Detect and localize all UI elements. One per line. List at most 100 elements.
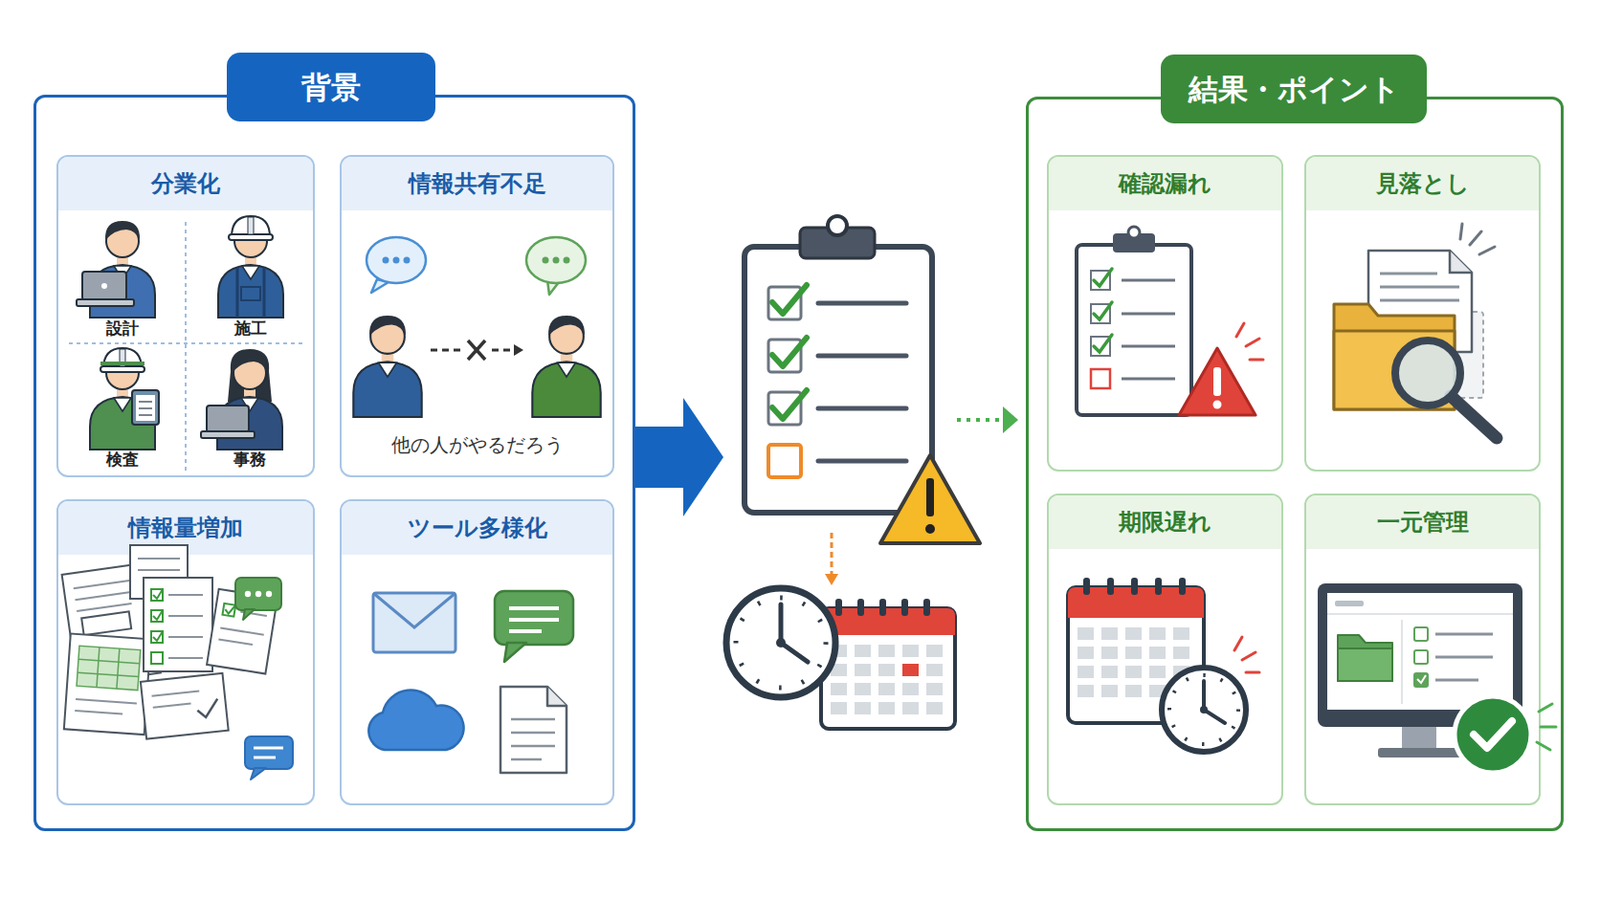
topic-card: 分業化 xyxy=(56,155,315,478)
late-calendar xyxy=(1067,577,1260,753)
inspector-figure xyxy=(138,400,153,403)
document-pile xyxy=(81,611,132,636)
document-pile xyxy=(168,636,203,639)
document-pile xyxy=(64,634,152,736)
document-pile xyxy=(75,699,137,704)
calendar-icon xyxy=(821,608,956,730)
central-monitor xyxy=(1327,593,1513,711)
group-panel: 結果・ポイント確認漏れ見落とし期限遅れ一元管理 xyxy=(1025,96,1564,832)
speech-bubble xyxy=(542,257,550,265)
warning-sign xyxy=(880,455,980,544)
missed-check-clipboard xyxy=(1090,369,1111,389)
calendar-icon xyxy=(857,599,865,617)
document-pile xyxy=(73,579,136,589)
document-pile xyxy=(62,545,293,780)
file-icon xyxy=(500,687,567,774)
speech-bubble xyxy=(366,237,426,284)
document-pile xyxy=(74,591,137,600)
role-label: 設計 xyxy=(84,317,161,340)
central-monitor xyxy=(1337,648,1393,682)
dashed-arrow xyxy=(824,533,839,586)
document-pile xyxy=(244,591,251,598)
file-icon xyxy=(547,687,567,707)
cloud-icon xyxy=(368,690,464,751)
checklist-clipboard xyxy=(768,287,801,320)
topic-card: 情報共有不足他の人がやるだろう xyxy=(339,155,615,478)
chat-icon xyxy=(509,618,559,623)
document-pile xyxy=(153,589,163,642)
late-calendar xyxy=(1083,577,1090,596)
dotted-arrow xyxy=(956,406,1019,434)
chat-icon xyxy=(509,629,542,634)
topic-card: 情報量増加 xyxy=(56,499,315,806)
missed-check-clipboard xyxy=(1090,270,1111,290)
checklist-clipboard xyxy=(768,339,801,373)
chat-icon xyxy=(494,591,574,663)
late-calendar xyxy=(1203,710,1225,724)
document-pile xyxy=(152,691,200,697)
flow-arrow xyxy=(635,398,724,517)
panel-tab: 結果・ポイント xyxy=(1160,54,1427,124)
cloud-icon xyxy=(368,690,464,751)
missed-check-clipboard xyxy=(1112,233,1156,253)
checklist-clipboard xyxy=(818,354,907,359)
document-pile xyxy=(151,631,163,644)
speech-bubble xyxy=(393,257,400,265)
late-calendar xyxy=(1245,671,1260,675)
blocked-arrow xyxy=(430,340,524,360)
overlook-search xyxy=(1460,223,1463,240)
card-heading: 情報量増加 xyxy=(58,501,313,556)
missed-check-clipboard xyxy=(1076,244,1192,416)
checklist-clipboard xyxy=(744,216,933,513)
card-heading: 分業化 xyxy=(58,156,313,211)
success-check xyxy=(1454,696,1556,774)
overlook-search xyxy=(1469,231,1482,245)
late-calendar xyxy=(1107,577,1114,596)
role-divider xyxy=(68,342,303,345)
missed-check-clipboard xyxy=(1121,377,1176,381)
late-calendar xyxy=(1131,577,1138,596)
document-pile xyxy=(153,703,192,708)
success-check xyxy=(1473,721,1512,749)
group-panel: 背景分業化情報共有不足他の人がやるだろう情報量増加ツール多様化 xyxy=(33,94,636,832)
document-pile xyxy=(143,577,213,672)
alert-sign xyxy=(1213,367,1222,397)
warning-sign xyxy=(880,455,980,544)
alert-sign xyxy=(1245,338,1260,347)
clock-icon xyxy=(776,638,786,648)
calendar-icon xyxy=(821,599,956,730)
mail-icon xyxy=(373,593,456,653)
document-pile xyxy=(168,615,203,618)
document-pile xyxy=(220,628,264,636)
clerk-figure xyxy=(227,349,272,402)
document-pile xyxy=(74,711,123,714)
builder-figure xyxy=(263,267,267,318)
document-pile xyxy=(62,563,161,686)
topic-card: 見落とし xyxy=(1304,155,1541,472)
card-heading: ツール多様化 xyxy=(341,501,613,556)
central-monitor xyxy=(1334,600,1364,607)
document-pile xyxy=(96,647,100,689)
checklist-clipboard xyxy=(818,406,907,412)
central-monitor xyxy=(1317,583,1523,728)
topic-card: ツール多様化 xyxy=(339,499,615,806)
late-calendar xyxy=(1200,706,1208,714)
file-icon xyxy=(500,687,567,774)
central-monitor xyxy=(1377,748,1463,758)
card-caption: 他の人がやるだろう xyxy=(341,432,613,459)
builder-figure xyxy=(218,216,284,318)
topic-card: 一元管理 xyxy=(1304,493,1541,806)
role-divider xyxy=(68,222,303,471)
overlook-search xyxy=(1450,396,1497,439)
file-icon xyxy=(511,718,556,722)
document-pile xyxy=(218,639,253,645)
alert-sign xyxy=(1213,400,1223,410)
speech-bubble xyxy=(526,237,586,295)
document-pile xyxy=(140,673,229,740)
document-pile xyxy=(243,609,255,621)
panel-tab: 背景 xyxy=(226,52,436,122)
document-pile xyxy=(206,589,278,675)
dashed-arrow xyxy=(824,574,839,586)
